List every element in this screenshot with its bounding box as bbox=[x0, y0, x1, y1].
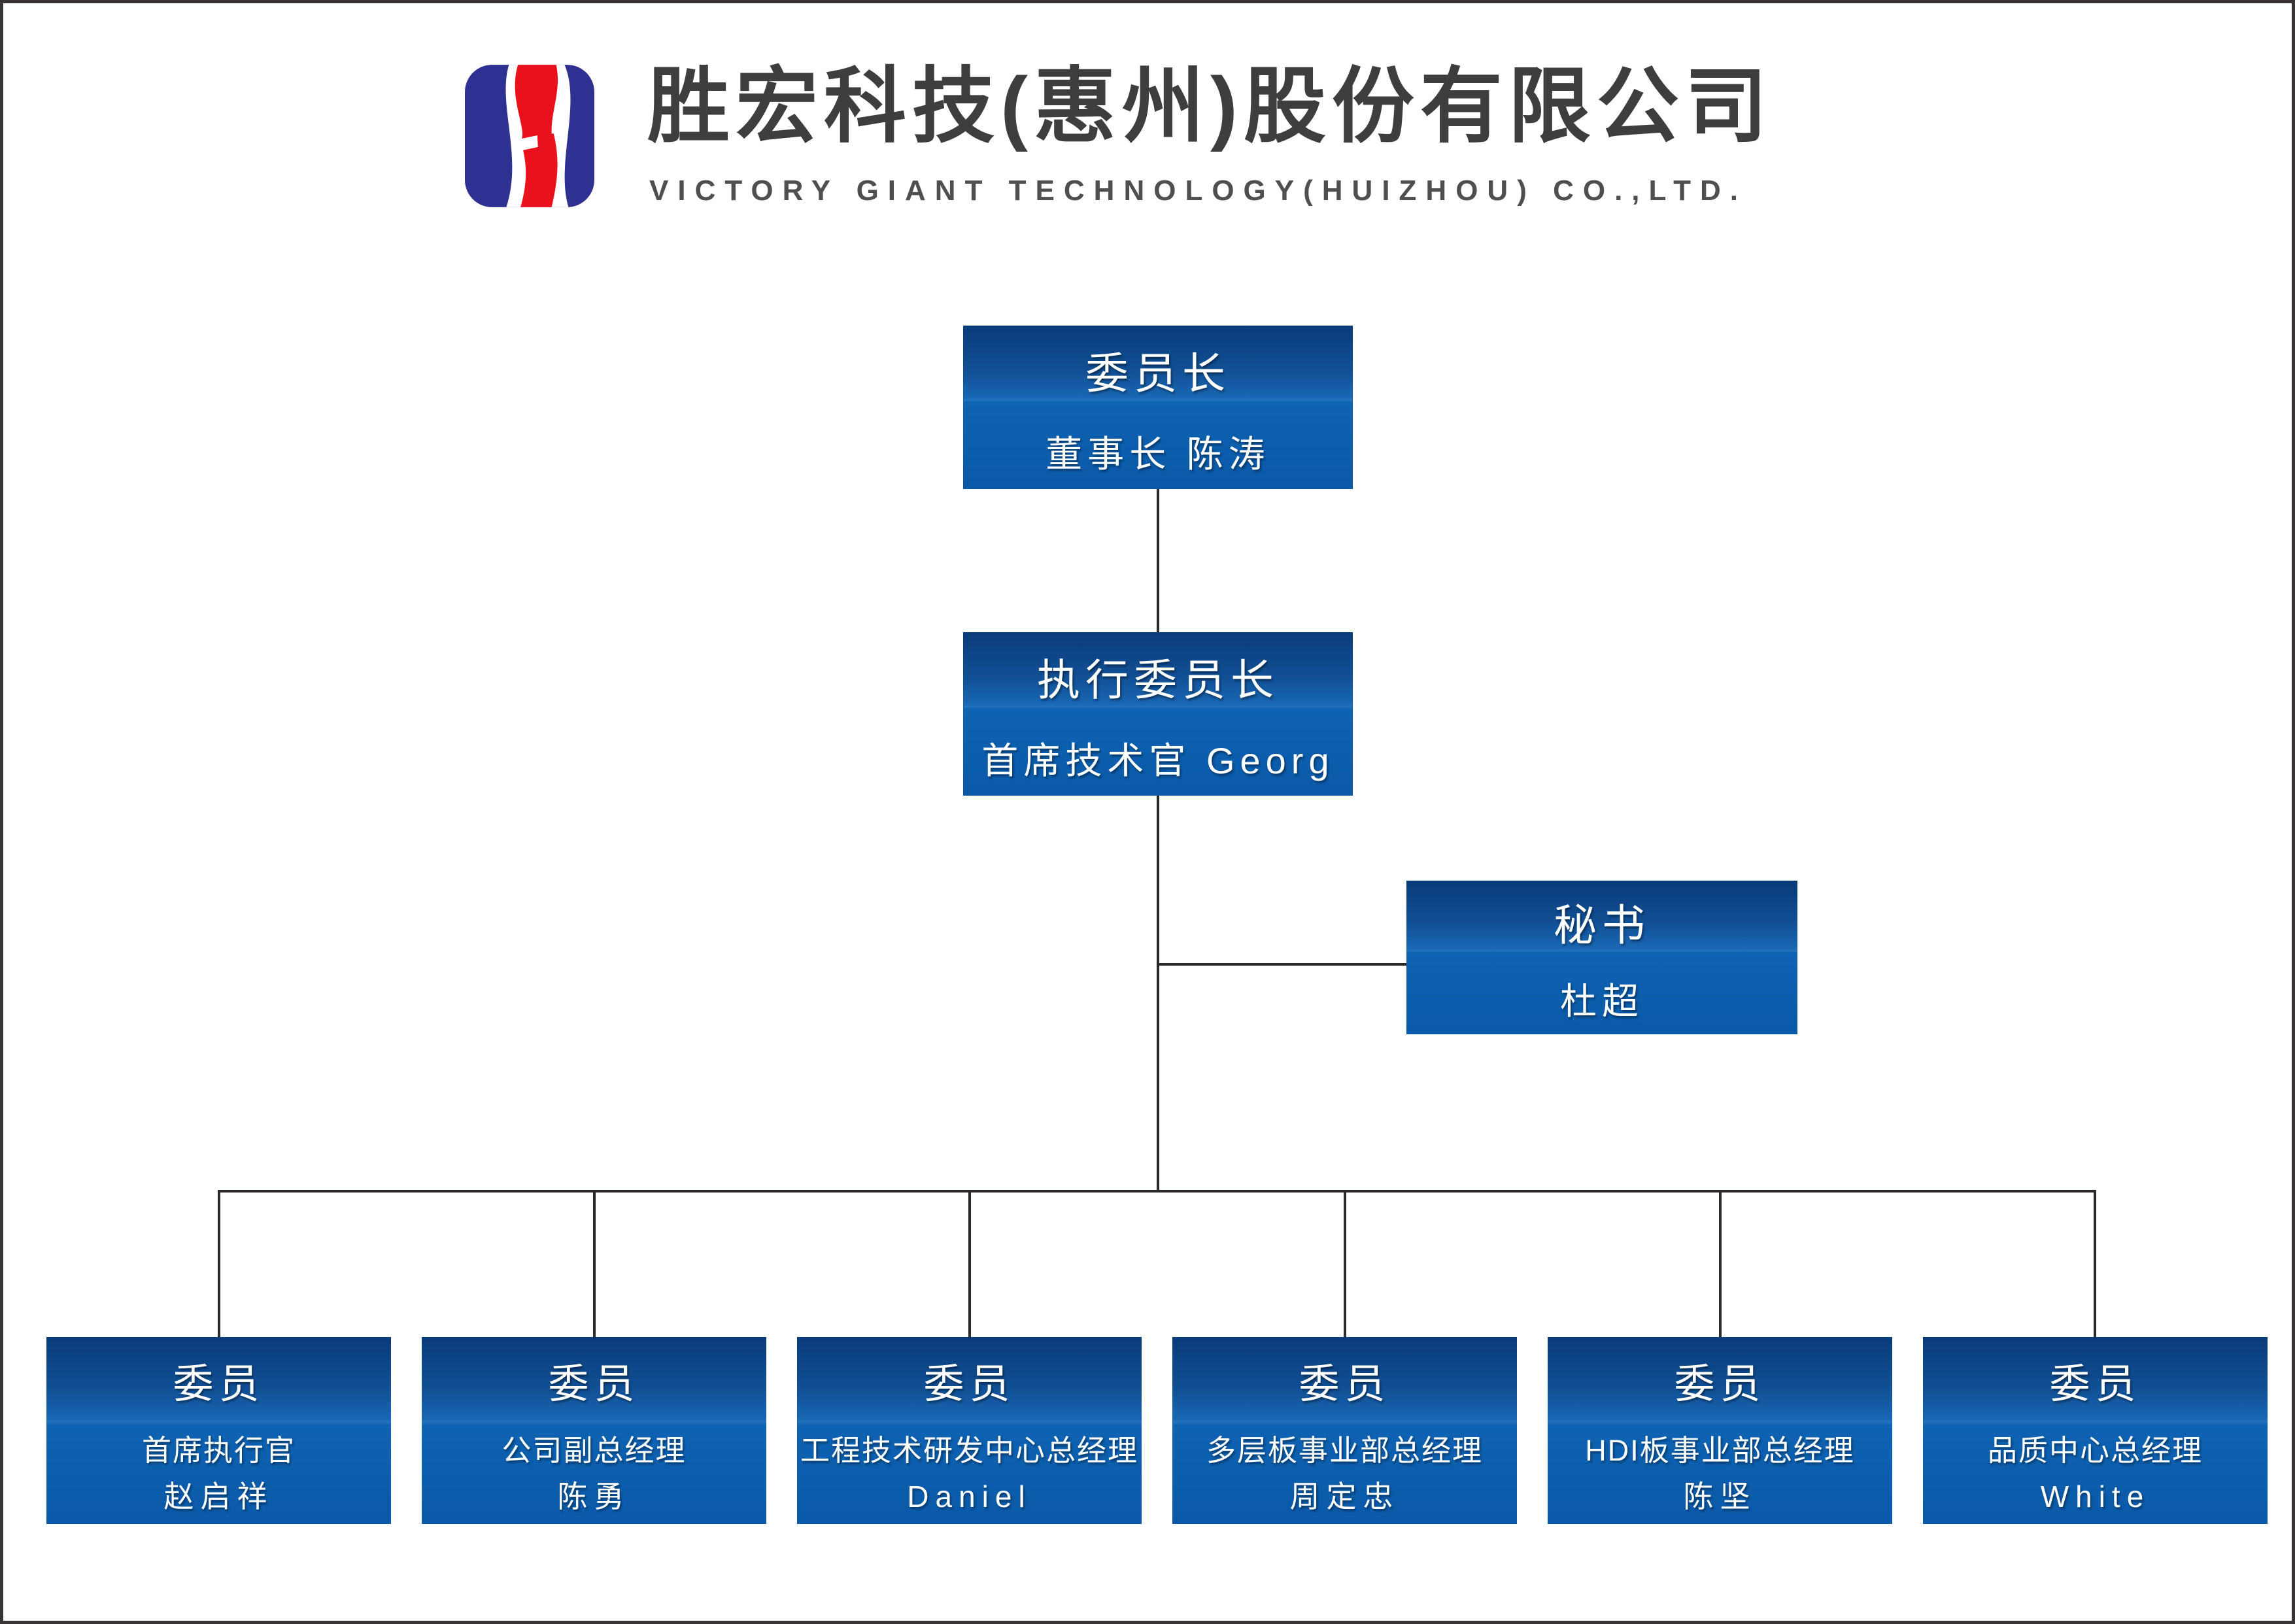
member-title: 委员 bbox=[1299, 1361, 1391, 1407]
company-logo bbox=[465, 65, 594, 207]
member-box-4: 委员 多层板事业部总经理 周定忠 bbox=[1172, 1337, 1517, 1524]
member-name: White bbox=[2040, 1479, 2150, 1514]
drop-line-1 bbox=[218, 1191, 220, 1338]
member-title: 委员 bbox=[923, 1361, 1015, 1407]
member-box-1: 委员 首席执行官 赵启祥 bbox=[46, 1337, 391, 1524]
executive-chairman-box: 执行委员长 首席技术官 Georg bbox=[963, 632, 1353, 796]
member-name: 周定忠 bbox=[1289, 1479, 1400, 1514]
member-name: Daniel bbox=[907, 1479, 1032, 1514]
member-role: HDI板事业部总经理 bbox=[1585, 1433, 1855, 1467]
executive-chairman-title: 执行委员长 bbox=[1037, 655, 1279, 704]
executive-chairman-subtitle: 首席技术官 Georg bbox=[981, 740, 1334, 781]
member-box-2: 委员 公司副总经理 陈勇 bbox=[422, 1337, 766, 1524]
secretary-box: 秘书 杜超 bbox=[1406, 881, 1797, 1034]
drop-line-4 bbox=[1344, 1191, 1346, 1338]
logo-red-s-lower bbox=[520, 133, 558, 207]
member-role: 工程技术研发中心总经理 bbox=[800, 1433, 1138, 1467]
member-title: 委员 bbox=[548, 1361, 640, 1407]
member-title: 委员 bbox=[2049, 1361, 2141, 1407]
member-name: 陈勇 bbox=[557, 1479, 631, 1514]
drop-line-6 bbox=[2094, 1191, 2096, 1338]
member-role: 公司副总经理 bbox=[502, 1433, 687, 1467]
chairman-box: 委员长 董事长 陈涛 bbox=[963, 326, 1353, 489]
secretary-name: 杜超 bbox=[1560, 981, 1644, 1023]
connector-chairman-to-exec bbox=[1157, 489, 1159, 632]
connector-to-secretary bbox=[1158, 963, 1406, 966]
member-role: 品质中心总经理 bbox=[1987, 1433, 2203, 1467]
member-role: 首席执行官 bbox=[141, 1433, 296, 1467]
member-box-6: 委员 品质中心总经理 White bbox=[1923, 1337, 2268, 1524]
member-rail bbox=[218, 1190, 2096, 1193]
member-role: 多层板事业部总经理 bbox=[1206, 1433, 1483, 1467]
secretary-title: 秘书 bbox=[1554, 901, 1650, 950]
company-name-cn: 胜宏科技(惠州)股份有限公司 bbox=[647, 60, 1773, 152]
member-name: 陈坚 bbox=[1683, 1479, 1757, 1514]
member-box-5: 委员 HDI板事业部总经理 陈坚 bbox=[1548, 1337, 1892, 1524]
logo-red-s-upper bbox=[515, 65, 558, 146]
connector-exec-trunk bbox=[1157, 796, 1159, 1193]
member-box-3: 委员 工程技术研发中心总经理 Daniel bbox=[797, 1337, 1142, 1524]
member-title: 委员 bbox=[173, 1361, 265, 1407]
company-name-en: VICTORY GIANT TECHNOLOGY(HUIZHOU) CO.,LT… bbox=[649, 175, 1748, 207]
drop-line-3 bbox=[968, 1191, 971, 1338]
member-name: 赵启祥 bbox=[163, 1479, 274, 1514]
chairman-title: 委员长 bbox=[1085, 348, 1231, 398]
drop-line-2 bbox=[593, 1191, 596, 1338]
member-title: 委员 bbox=[1674, 1361, 1766, 1407]
drop-line-5 bbox=[1719, 1191, 1722, 1338]
chairman-subtitle: 董事长 陈涛 bbox=[1046, 433, 1270, 475]
